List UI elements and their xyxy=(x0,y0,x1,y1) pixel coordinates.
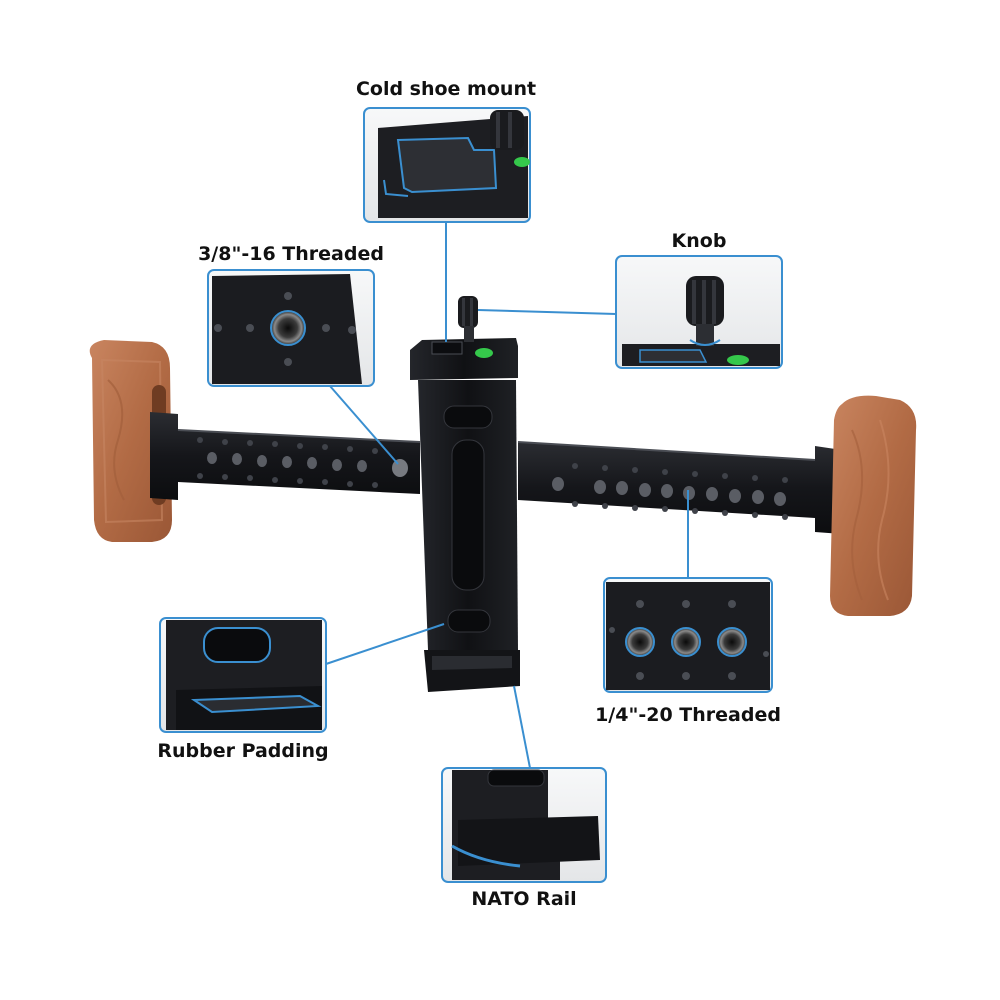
label-3-8-threaded: 3/8"-16 Threaded xyxy=(198,243,384,265)
right-crossbar xyxy=(517,441,842,534)
label-rubber-padding: Rubber Padding xyxy=(157,740,329,762)
right-wood-handle xyxy=(830,395,917,616)
leader-knob xyxy=(477,309,617,315)
label-1-4-threaded: 1/4"-20 Threaded xyxy=(595,704,781,726)
left-crossbar xyxy=(150,412,421,500)
panel-cold-shoe-mount xyxy=(363,107,531,223)
leader-rubber-padding xyxy=(325,623,445,665)
leader-3-8-threaded xyxy=(329,385,399,465)
leader-nato-rail xyxy=(513,685,531,769)
panel-rubber-padding xyxy=(159,617,327,733)
leader-lines xyxy=(325,222,689,769)
panel-1-4-threaded xyxy=(603,577,773,693)
panel-nato-rail xyxy=(441,767,607,883)
label-cold-shoe-mount: Cold shoe mount xyxy=(355,78,537,100)
panel-knob xyxy=(615,255,783,369)
panel-3-8-threaded xyxy=(207,269,375,387)
label-knob: Knob xyxy=(671,230,727,252)
rig-assembly xyxy=(89,296,917,692)
label-nato-rail: NATO Rail xyxy=(471,888,577,910)
phone-clamp xyxy=(410,296,520,692)
